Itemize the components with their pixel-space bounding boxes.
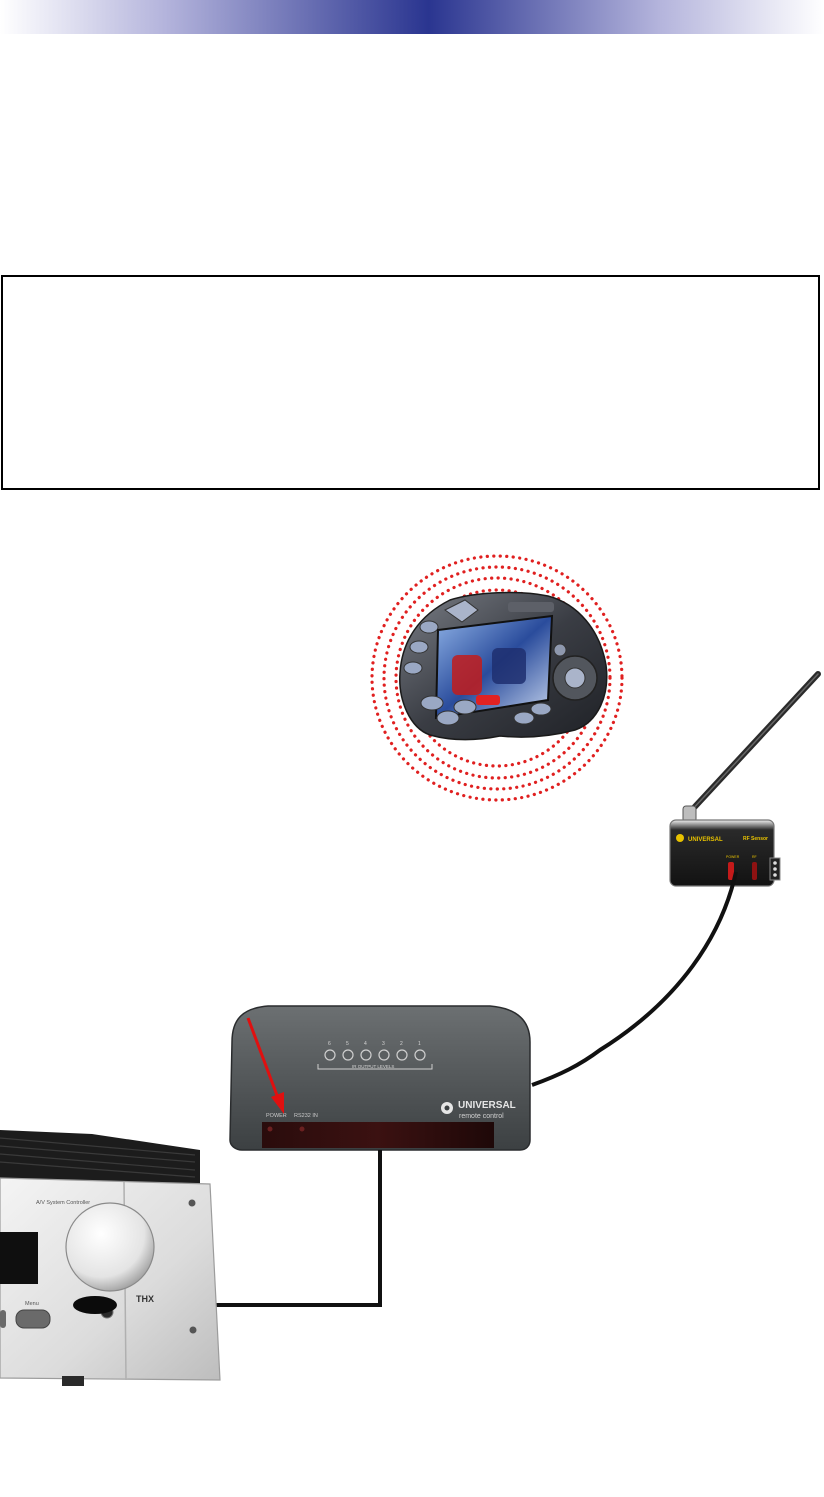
- level-number-2: 2: [400, 1041, 403, 1047]
- receiver-thx-label: THX: [136, 1294, 154, 1304]
- touchscreen-remote-icon: [400, 593, 607, 740]
- rf-sensor-title: RF Sensor: [743, 836, 768, 842]
- level-number-5: 5: [346, 1041, 349, 1047]
- base-station-icon: POWER RS232 IN 6 5 4 3 2 1 IR OUTPUT LEV…: [230, 1006, 530, 1150]
- rf-sensor-power-label: POWER: [726, 855, 740, 859]
- level-number-1: 1: [418, 1041, 421, 1047]
- level-number-4: 4: [364, 1041, 367, 1047]
- receiver-menu-label: Menu: [25, 1301, 39, 1307]
- base-tagline-label: remote control: [459, 1113, 504, 1120]
- rf-sensor-brand: UNIVERSAL: [688, 837, 723, 843]
- ir-output-levels-label: IR OUTPUT LEVELS: [352, 1064, 394, 1069]
- base-rs232-label: RS232 IN: [294, 1113, 318, 1119]
- av-receiver-icon: A/V System Controller Menu THX: [0, 1130, 220, 1386]
- rf-sensor-rf-label: RF: [752, 855, 757, 859]
- header-gradient-bar: [0, 0, 824, 34]
- base-power-label: POWER: [266, 1113, 287, 1119]
- base-brand-label: UNIVERSAL: [458, 1100, 516, 1111]
- rf-sensor-icon: UNIVERSAL RF Sensor POWER RF: [670, 820, 780, 886]
- rf-sensor-antenna: [683, 674, 818, 822]
- level-number-3: 3: [382, 1041, 385, 1047]
- receiver-model-label: A/V System Controller: [36, 1200, 90, 1206]
- ir-emitter-bud: [73, 1296, 117, 1314]
- sensor-to-base-cable: [532, 872, 736, 1085]
- level-number-6: 6: [328, 1041, 331, 1047]
- note-box: [1, 275, 820, 490]
- connection-diagram: UNIVERSAL RF Sensor POWER RF POWER RS232…: [0, 520, 824, 1497]
